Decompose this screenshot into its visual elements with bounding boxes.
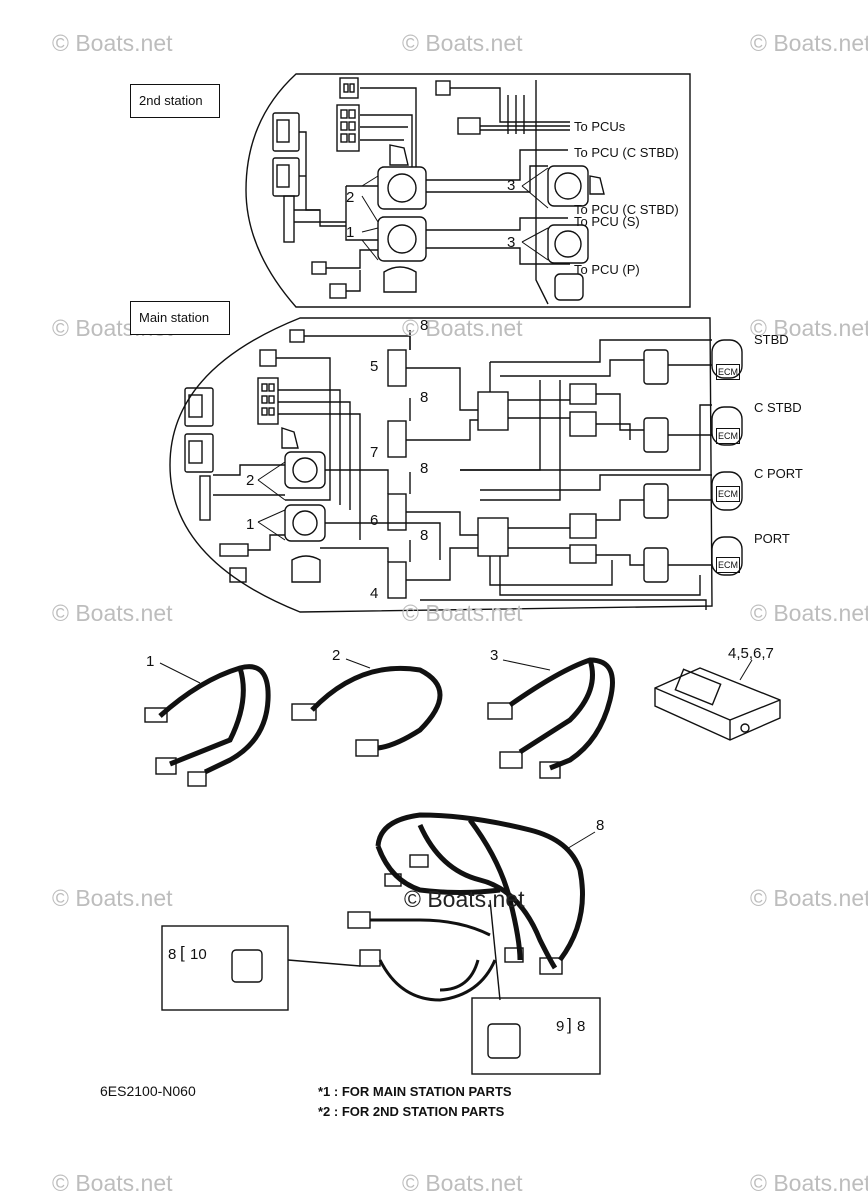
detail-callout-10: 10 [190,946,207,963]
second-station-outline [245,73,691,308]
detail-bracket: ] [567,1015,572,1034]
part-callout-8: 8 [596,817,605,834]
callout-8: 8 [420,460,429,477]
detail-box-9 [471,997,601,1075]
diagram-code: 6ES2100-N060 [100,1083,196,1099]
ecm-label: ECM [716,364,740,380]
harness-part-3 [487,657,615,779]
to-pcus-label: To PCUs [574,119,626,134]
second-station-components [272,77,605,305]
ecm-label: ECM [716,428,740,444]
to-pcu-p-label: To PCU (P) [574,262,640,277]
engine-port-label: PORT [754,531,790,546]
ecm-label: ECM [716,557,740,573]
part-callout-1: 1 [146,653,155,670]
callout-3: 3 [507,234,516,251]
harness-part-1 [144,664,271,787]
callout-1: 1 [346,224,355,241]
callout-5: 5 [370,358,379,375]
to-pcu-s-label: To PCU (S) [574,214,640,229]
callout-2: 2 [346,189,355,206]
callout-1: 1 [246,516,255,533]
part-callout-4567: 4,5,6,7 [728,645,774,662]
watermark: © Boats.net [750,1170,868,1196]
main-harness-part-8 [347,812,585,1002]
watermark: © Boats.net [750,600,868,626]
callout-4: 4 [370,585,379,602]
watermark: © Boats.net [750,885,868,911]
watermark-center: © Boats.net [404,886,525,912]
detail-callout-8: 8 [168,946,177,963]
detail-box-10 [161,925,289,1011]
main-station-components [184,329,743,610]
part-callout-2: 2 [332,647,341,664]
callout-3: 3 [507,177,516,194]
watermark: © Boats.net [52,30,173,56]
callout-8: 8 [420,389,429,406]
note-main-station: *1 : FOR MAIN STATION PARTS [318,1084,512,1099]
callout-8: 8 [420,317,429,334]
detail-bracket: [ [180,943,185,962]
part-callout-3: 3 [490,647,499,664]
to-pcu-c-stbd-label: To PCU (C STBD) [574,202,679,217]
watermark: © Boats.net [402,600,523,626]
module-part-4567 [654,667,781,741]
note-second-station: *2 : FOR 2ND STATION PARTS [318,1104,505,1119]
detail-callout-9: 9 [556,1018,565,1035]
callout-2: 2 [246,472,255,489]
callout-8: 8 [420,527,429,544]
watermark: © Boats.net [750,315,868,341]
watermark: © Boats.net [402,30,523,56]
second-station-label: 2nd station [130,84,220,118]
main-station-label: Main station [130,301,230,335]
callout-7: 7 [370,444,379,461]
watermark: © Boats.net [750,30,868,56]
engine-stbd-label: STBD [754,332,789,347]
harness-part-2 [291,665,443,757]
callout-6: 6 [370,512,379,529]
main-station-outline [169,317,713,613]
ecm-label: ECM [716,486,740,502]
detail-callout-8b: 8 [577,1018,586,1035]
engine-c-port-label: C PORT [754,466,803,481]
watermark: © Boats.net [402,315,523,341]
watermark: © Boats.net [402,1170,523,1196]
to-pcu-c-stbd-label: To PCU (C STBD) [574,145,679,160]
engine-c-stbd-label: C STBD [754,400,802,415]
watermark: © Boats.net [52,885,173,911]
watermark: © Boats.net [52,1170,173,1196]
watermark: © Boats.net [52,600,173,626]
